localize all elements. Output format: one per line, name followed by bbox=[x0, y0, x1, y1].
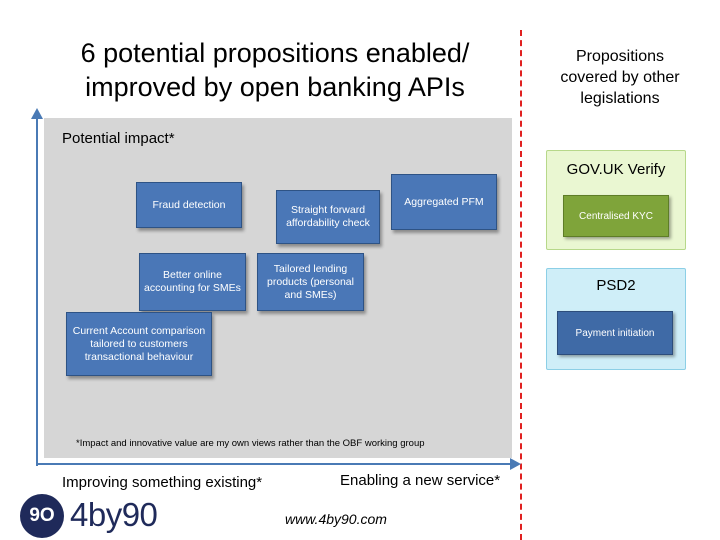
legislations-heading: Propositions covered by other legislatio… bbox=[540, 46, 700, 109]
legislation-item: Payment initiation bbox=[557, 311, 673, 355]
proposition-fraud-detection: Fraud detection bbox=[136, 182, 242, 228]
slide-title-line-1: 6 potential propositions enabled/ bbox=[80, 38, 470, 68]
y-axis-label: Potential impact* bbox=[62, 130, 175, 147]
x-axis-arrow-icon bbox=[510, 458, 521, 470]
x-axis-line bbox=[36, 463, 512, 465]
legislation-title: PSD2 bbox=[596, 277, 636, 294]
proposition-aggregated-pfm: Aggregated PFM bbox=[391, 174, 497, 230]
legislations-heading-line-2: covered by other bbox=[560, 69, 680, 86]
proposition-current-account-comparison: Current Account comparison tailored to c… bbox=[66, 312, 212, 376]
slide-title: 6 potential propositions enabled/ improv… bbox=[40, 36, 510, 104]
proposition-tailored-lending: Tailored lending products (personal and … bbox=[257, 253, 364, 311]
y-axis-line bbox=[36, 116, 38, 466]
y-axis-arrow-icon bbox=[31, 108, 43, 119]
legislation-psd2: PSD2 Payment initiation bbox=[546, 268, 686, 370]
x-axis-left-label: Improving something existing* bbox=[62, 474, 263, 491]
legislation-title: GOV.UK Verify bbox=[566, 161, 666, 178]
proposition-online-accounting: Better online accounting for SMEs bbox=[139, 253, 246, 311]
legislations-heading-line-1: Propositions bbox=[575, 48, 665, 65]
website-url: www.4by90.com bbox=[285, 511, 387, 527]
footnote: *Impact and innovative value are my own … bbox=[76, 438, 425, 449]
legislation-item: Centralised KYC bbox=[563, 195, 669, 237]
legislations-heading-line-3: legislations bbox=[580, 90, 660, 107]
proposition-affordability-check: Straight forward affordability check bbox=[276, 190, 380, 244]
x-axis-right-label: Enabling a new service* bbox=[340, 472, 501, 489]
logo-mark: 9O bbox=[20, 494, 64, 538]
legislation-gov-uk-verify: GOV.UK Verify Centralised KYC bbox=[546, 150, 686, 250]
red-dashed-divider bbox=[520, 30, 522, 540]
logo-text: 4by90 bbox=[70, 496, 158, 533]
slide-title-line-2: improved by open banking APIs bbox=[85, 72, 465, 102]
